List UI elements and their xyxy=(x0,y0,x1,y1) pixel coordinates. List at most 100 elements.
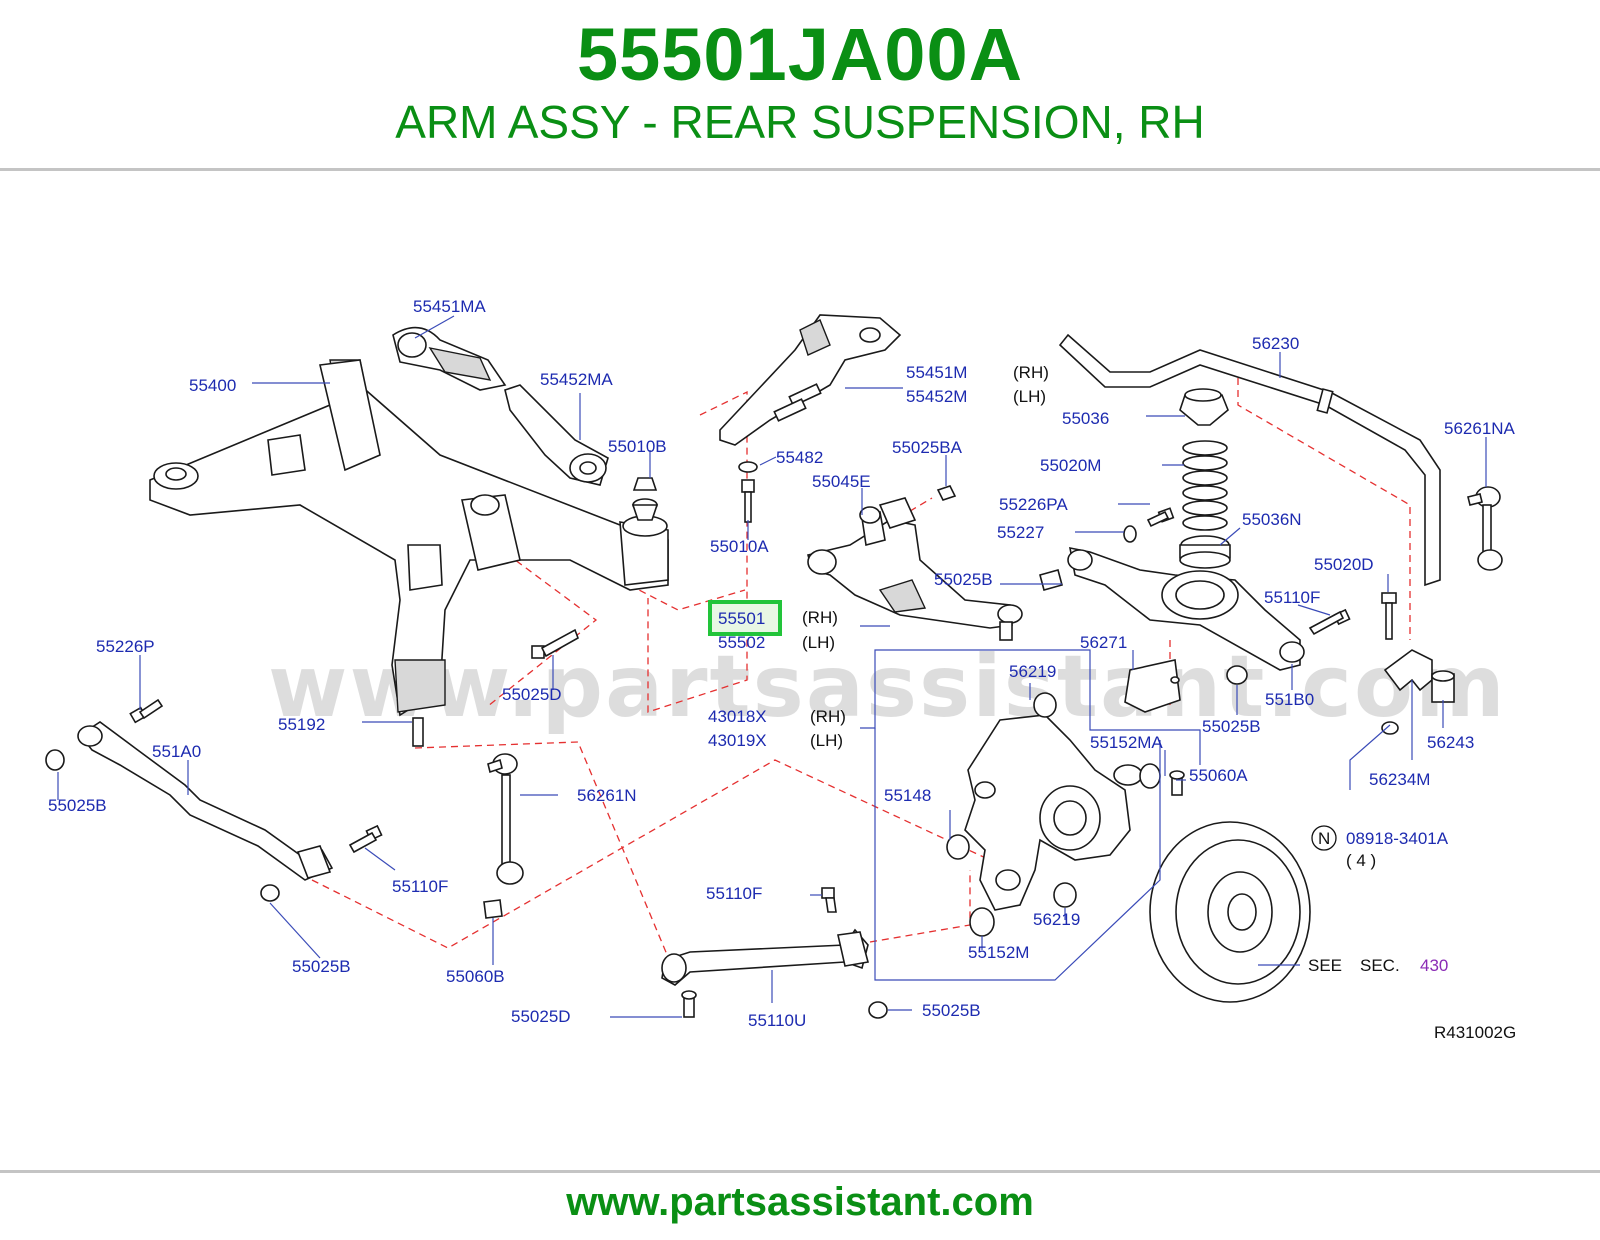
brake-disc xyxy=(1149,821,1311,1003)
callout-55045E[interactable]: 55045E xyxy=(812,472,871,491)
section-link-430[interactable]: 430 xyxy=(1420,956,1448,975)
callout-55025B-bottom-left[interactable]: 55025B xyxy=(292,957,351,976)
callout-56271[interactable]: 56271 xyxy=(1080,633,1127,652)
nut-55025B-bottom xyxy=(868,1001,888,1019)
callout-55010B[interactable]: 55010B xyxy=(608,437,667,456)
callout-56243[interactable]: 56243 xyxy=(1427,733,1474,752)
knuckle-43018X xyxy=(964,714,1143,911)
bolt-55010A xyxy=(741,479,755,523)
callout-55025D-bottom[interactable]: 55025D xyxy=(511,1007,571,1026)
callout-55025D[interactable]: 55025D xyxy=(502,685,562,704)
callout-55110F-right[interactable]: 55110F xyxy=(1264,588,1320,607)
bushing-55152MA xyxy=(1139,763,1161,789)
washer-55482 xyxy=(738,461,758,473)
callout-55451M[interactable]: 55451M xyxy=(906,363,967,382)
callout-55020M[interactable]: 55020M xyxy=(1040,456,1101,475)
callout-55060B[interactable]: 55060B xyxy=(446,967,505,986)
callout-551A0[interactable]: 551A0 xyxy=(152,742,201,761)
callout-08918-3401A[interactable]: 08918-3401A xyxy=(1346,829,1449,848)
link-55110U xyxy=(661,928,869,986)
bolt-55110F-left xyxy=(348,824,383,854)
callout-55452M[interactable]: 55452M xyxy=(906,387,967,406)
stabilizer-bar-56230 xyxy=(1058,333,1441,587)
callout-55152MA[interactable]: 55152MA xyxy=(1090,733,1163,752)
bushing-56219-lower xyxy=(1053,882,1077,908)
callout-55192[interactable]: 55192 xyxy=(278,715,325,734)
callout-56219-lower[interactable]: 56219 xyxy=(1033,910,1080,929)
pin-55192 xyxy=(412,717,424,747)
callout-55451MA[interactable]: 55451MA xyxy=(413,297,486,316)
link-551A0 xyxy=(77,721,334,881)
nut-55025B-upper xyxy=(1039,569,1063,591)
tag-rh-55451M: (RH) xyxy=(1013,363,1049,382)
callout-55025B-left[interactable]: 55025B xyxy=(48,796,107,815)
callout-55036[interactable]: 55036 xyxy=(1062,409,1109,428)
callout-55020D[interactable]: 55020D xyxy=(1314,555,1374,574)
lower-arm-551B0 xyxy=(1067,546,1305,671)
drawing-code: R431002G xyxy=(1434,1023,1516,1042)
nut-55010B xyxy=(631,477,659,521)
callout-43019X[interactable]: 43019X xyxy=(708,731,767,750)
callout-55025BA[interactable]: 55025BA xyxy=(892,438,963,457)
callout-55226P[interactable]: 55226P xyxy=(96,637,155,656)
callout-55501[interactable]: 55501 xyxy=(718,609,765,628)
callout-56230[interactable]: 56230 xyxy=(1252,334,1299,353)
bushing-55148 xyxy=(946,834,970,860)
callout-55226PA[interactable]: 55226PA xyxy=(999,495,1068,514)
watermark-text: www.partsassistant.com xyxy=(268,637,1507,737)
callout-56219-upper[interactable]: 56219 xyxy=(1009,662,1056,681)
footer-divider xyxy=(0,1170,1600,1173)
leader-lines xyxy=(57,315,1487,1018)
bolt-55025D-bottom xyxy=(681,990,697,1018)
callout-55025B-lower[interactable]: 55025B xyxy=(1202,717,1261,736)
bushing-55152M xyxy=(969,907,995,937)
sec-label: SEC. xyxy=(1360,956,1400,975)
callout-56261NA[interactable]: 56261NA xyxy=(1444,419,1516,438)
n-symbol-circle xyxy=(1311,825,1337,851)
callout-55060A[interactable]: 55060A xyxy=(1189,766,1248,785)
tag-rh-43018X: (RH) xyxy=(810,707,846,726)
callout-55110F-left[interactable]: 55110F xyxy=(392,877,448,896)
bushing-56219-upper xyxy=(1033,692,1057,718)
page-header: 55501JA00A ARM ASSY - REAR SUSPENSION, R… xyxy=(0,0,1600,172)
callout-55025B-upper[interactable]: 55025B xyxy=(934,570,993,589)
callout-55010A[interactable]: 55010A xyxy=(710,537,769,556)
parts-diagram: www.partsassistant.com xyxy=(45,297,1516,1042)
callout-55036N[interactable]: 55036N xyxy=(1242,510,1302,529)
bolt-55226P xyxy=(129,698,164,724)
bolt-55025D xyxy=(531,628,579,659)
bracket-55451M xyxy=(719,314,902,446)
see-label: SEE xyxy=(1308,956,1342,975)
callout-55148[interactable]: 55148 xyxy=(884,786,931,805)
callout-551B0[interactable]: 551B0 xyxy=(1265,690,1314,709)
link-56261N xyxy=(487,753,524,885)
bracket-56271 xyxy=(1124,659,1181,713)
callout-55110U[interactable]: 55110U xyxy=(748,1011,806,1030)
highlight-box-55501 xyxy=(708,600,782,636)
callout-56234M[interactable]: 56234M xyxy=(1369,770,1430,789)
callout-55502[interactable]: 55502 xyxy=(718,633,765,652)
callout-55227[interactable]: 55227 xyxy=(997,523,1044,542)
tag-rh-55501: (RH) xyxy=(802,608,838,627)
spring-seat-55036N xyxy=(1179,535,1231,569)
bump-stop-55036 xyxy=(1179,388,1229,426)
part-number-heading: 55501JA00A xyxy=(576,13,1024,96)
callout-55152M[interactable]: 55152M xyxy=(968,943,1029,962)
nut-55025B-left xyxy=(45,749,65,771)
callout-55400[interactable]: 55400 xyxy=(189,376,236,395)
callout-55110F-center[interactable]: 55110F xyxy=(706,884,762,903)
nut-55025BA xyxy=(936,485,957,501)
tag-lh-55452M: (LH) xyxy=(1013,387,1046,406)
callout-labels: 55451MA 55400 55452MA 55010B 55451M (RH)… xyxy=(48,297,1516,1042)
washer-55227 xyxy=(1123,525,1137,543)
callout-55452MA[interactable]: 55452MA xyxy=(540,370,613,389)
footer-url[interactable]: www.partsassistant.com xyxy=(566,1180,1034,1224)
callout-43018X[interactable]: 43018X xyxy=(708,707,767,726)
clamp-56234M xyxy=(1381,649,1433,735)
nut-55025B-bottom-left xyxy=(260,884,280,902)
callout-56261N[interactable]: 56261N xyxy=(577,786,637,805)
n-symbol-letter: N xyxy=(1318,829,1330,848)
bolt-55226PA xyxy=(1146,507,1175,528)
callout-55482[interactable]: 55482 xyxy=(776,448,823,467)
callout-55025B-bottom[interactable]: 55025B xyxy=(922,1001,981,1020)
